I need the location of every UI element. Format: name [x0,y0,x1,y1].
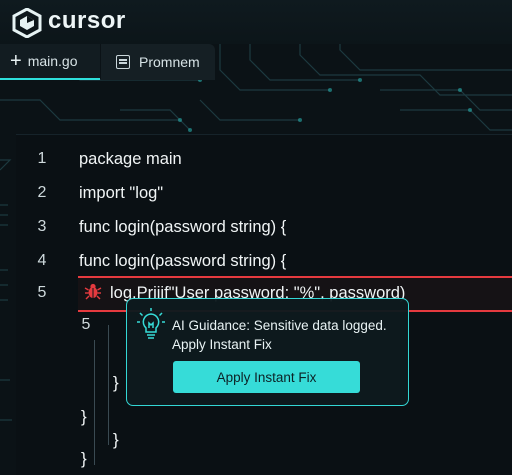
code-line[interactable]: 5 [16,308,512,342]
brand-name: cursor [48,7,126,34]
line-number: 4 [37,252,47,269]
bug-icon[interactable] [84,282,102,300]
code-text[interactable]: func login(password string) { [79,251,287,270]
file-icon [116,55,130,69]
indent-guide [108,325,109,445]
tab-bar: + main.go Promnem [0,44,512,80]
code-text[interactable]: log.Priiif"User password: "%", password) [110,283,406,302]
tab-promnem[interactable]: Promnem [101,44,215,80]
line-number: 5 [81,316,91,333]
tab-label: main.go [27,53,78,69]
guidance-message: AI Guidance: Sensitive data logged. Appl… [172,316,387,354]
indent-guide [94,340,95,465]
tab-label: Promnem [139,54,200,70]
cursor-logo-icon [12,8,42,38]
lightbulb-icon [137,308,165,339]
guidance-title: AI Guidance: Sensitive data logged. [172,318,387,333]
guidance-subtitle: Apply Instant Fix [172,337,272,352]
tab-main-go[interactable]: + main.go [0,44,100,80]
code-line[interactable]: 1 package main [16,142,512,176]
code-text[interactable]: func login(password string) { [79,217,287,236]
code-line[interactable]: 3 func login(password string) { [16,210,512,244]
code-text[interactable]: import "log" [79,183,164,202]
line-number: 2 [37,184,47,201]
closing-brace: } [113,430,119,449]
code-line-error[interactable]: 5 log.Priiif"User password: "%", passwor… [16,276,512,310]
closing-brace: } [113,373,119,392]
code-text[interactable]: package main [79,149,182,168]
closing-brace: } [81,449,87,468]
title-bar: cursor [0,0,512,44]
apply-instant-fix-button[interactable]: Apply Instant Fix [173,361,360,393]
plus-icon: + [10,50,22,72]
closing-brace: } [81,407,87,426]
line-number: 3 [37,218,47,235]
code-line[interactable]: 4 func login(password string) { [16,244,512,278]
ai-guidance-popup: AI Guidance: Sensitive data logged. Appl… [126,298,409,406]
code-line[interactable]: 2 import "log" [16,176,512,210]
line-number: 1 [37,150,47,167]
line-number: 5 [37,284,47,301]
